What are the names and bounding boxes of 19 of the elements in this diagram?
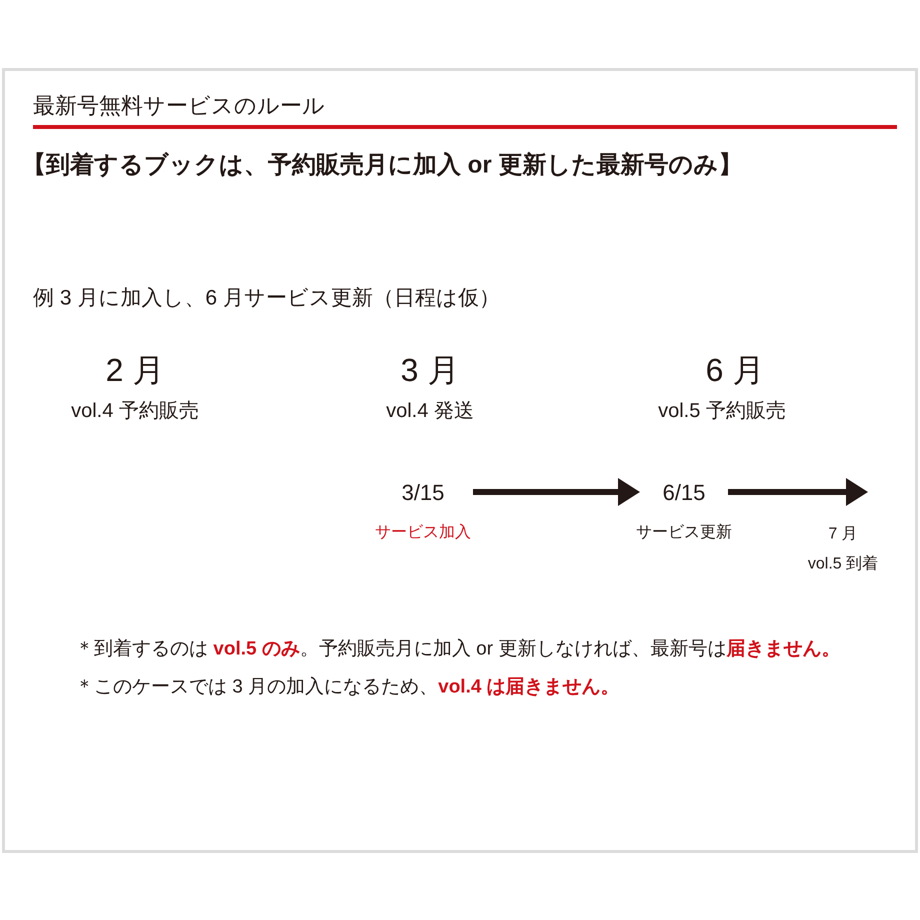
arrow: [728, 478, 868, 506]
note-text: ＊このケースでは 3 月の加入になるため、vol.4 は届きません。: [75, 676, 620, 700]
month-heading: 3 月: [400, 351, 460, 390]
month-event-text: vol.4 予約販売: [71, 399, 199, 424]
arrow: [473, 478, 640, 506]
event-label: サービス更新: [636, 522, 732, 543]
month-event-text: vol.5 予約販売: [658, 399, 786, 424]
event-label: サービス加入: [375, 522, 471, 543]
month-event-text: vol.4 発送: [386, 399, 474, 424]
date-text: 3/15: [373, 475, 473, 509]
arrival-text: vol.5 到着: [808, 554, 878, 575]
month-heading: 2 月: [106, 351, 164, 390]
month-heading: 6 月: [706, 351, 764, 390]
month-text: 7 月: [828, 524, 858, 545]
note-text: ＊到着するのは vol.5 のみ。予約販売月に加入 or 更新しなければ、最新号は届きません。: [75, 638, 840, 662]
example-text: 例 3 月に加入し、6 月サービス更新（日程は仮）: [33, 285, 500, 312]
date-text: 6/15: [640, 475, 728, 509]
headline-text: 【到着するブックは、予約販売月に加入 or 更新した最新号のみ】: [22, 150, 742, 180]
header-title: 最新号無料サービスのルール: [33, 92, 325, 120]
